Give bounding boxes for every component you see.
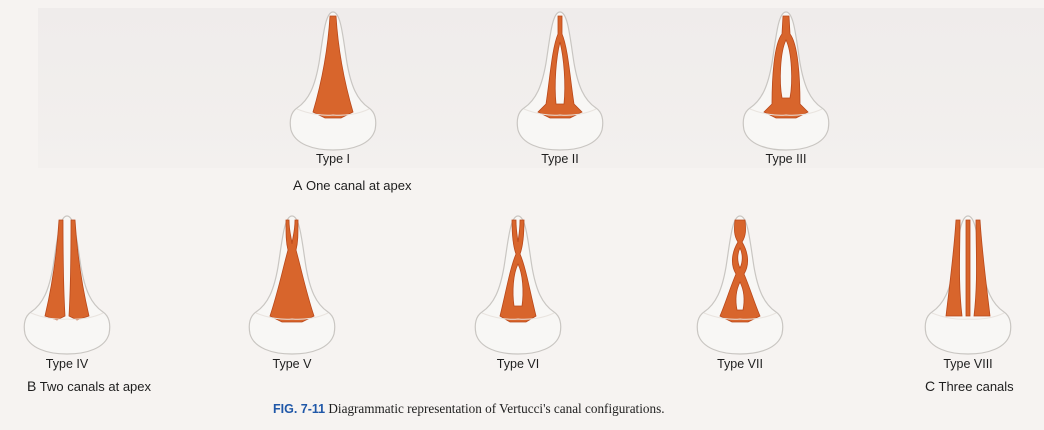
root-canal: [45, 220, 65, 320]
tooth-type-8: [918, 212, 1018, 362]
group-c-text: Three canals: [939, 379, 1014, 394]
root-canal: [946, 220, 962, 316]
figure-caption: FIG. 7-11 Diagrammatic representation of…: [273, 401, 665, 417]
type-label-6: Type VI: [497, 357, 539, 371]
group-b-label: B Two canals at apex: [27, 378, 151, 394]
tooth-outline: [24, 216, 110, 354]
group-c-label: C Three canals: [925, 378, 1014, 394]
group-a-letter: A: [293, 177, 302, 193]
tooth-type-4: [17, 212, 117, 362]
type-label-8: Type VIII: [943, 357, 992, 371]
canal-island: [738, 248, 743, 268]
group-b-text: Two canals at apex: [40, 379, 151, 394]
tooth-type-5: [242, 212, 342, 362]
tooth-type-3: [736, 8, 836, 158]
root-canal: [966, 220, 970, 316]
tooth-type-2: [510, 8, 610, 158]
root-canal: [69, 220, 89, 320]
tooth-type-6: [468, 212, 568, 362]
type-label-5: Type V: [273, 357, 312, 371]
group-a-label: A One canal at apex: [293, 177, 412, 193]
group-c-letter: C: [925, 378, 935, 394]
tooth-type-7: [690, 212, 790, 362]
type-label-1: Type I: [316, 152, 350, 166]
type-label-3: Type III: [766, 152, 807, 166]
type-label-7: Type VII: [717, 357, 763, 371]
caption-figure-number: FIG. 7-11: [273, 402, 325, 416]
type-label-2: Type II: [541, 152, 579, 166]
root-canal: [974, 220, 990, 316]
group-b-letter: B: [27, 378, 36, 394]
tooth-type-1: [283, 8, 383, 158]
caption-text: Diagrammatic representation of Vertucci'…: [328, 401, 664, 416]
type-label-4: Type IV: [46, 357, 88, 371]
group-a-text: One canal at apex: [306, 178, 412, 193]
